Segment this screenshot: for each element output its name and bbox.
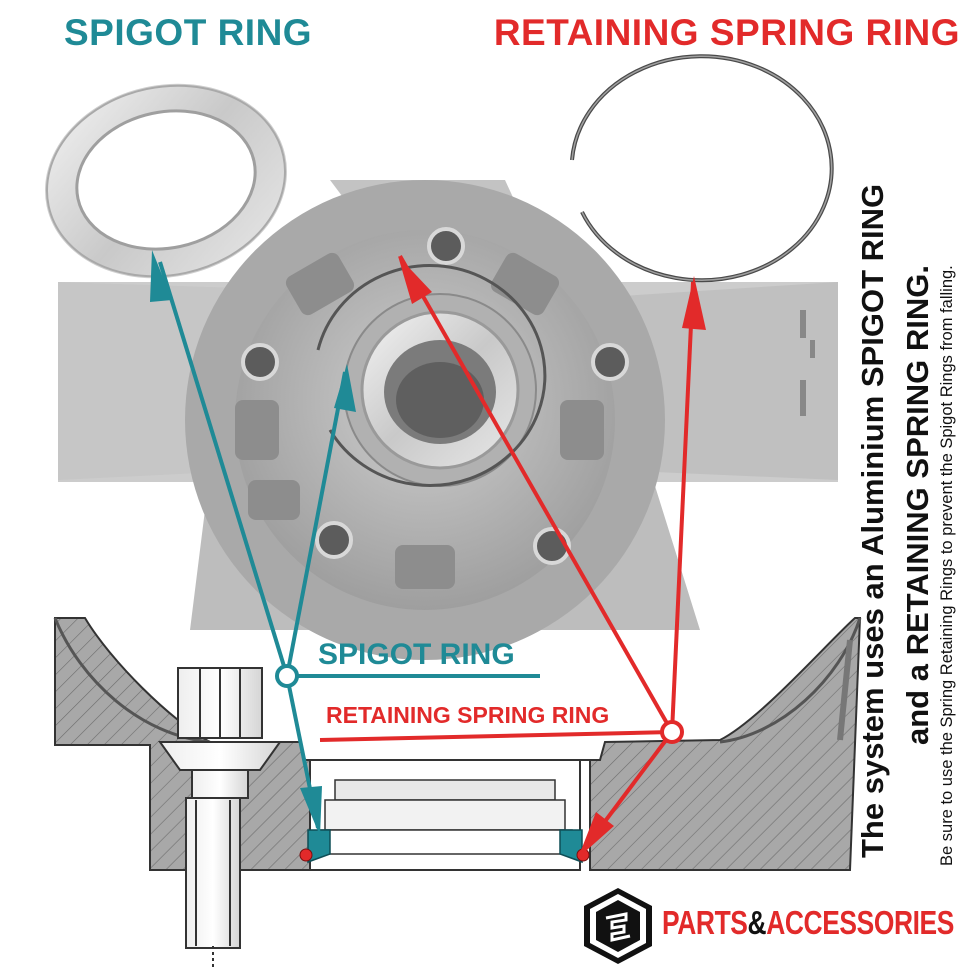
retaining-arrowhead-3 xyxy=(578,812,614,858)
section-spigot-right xyxy=(559,829,583,864)
heading-retaining-spring-ring: RETAINING SPRING RING xyxy=(493,12,960,53)
spigot-arrowhead-3 xyxy=(300,786,322,836)
hub-pockets xyxy=(235,252,604,589)
callout-label-spigot: SPIGOT RING xyxy=(318,638,515,671)
retaining-ring-image xyxy=(570,54,834,283)
spigot-leader-to-loose xyxy=(158,261,289,677)
retaining-arrowhead-2 xyxy=(682,276,706,330)
spigot-arrowhead-2 xyxy=(334,364,356,412)
retaining-callout-node xyxy=(660,720,684,744)
brand-logo-icon xyxy=(584,888,652,964)
brand-ampersand: & xyxy=(747,904,767,941)
cross-section xyxy=(53,617,862,968)
brand-wordmark: PARTS&ACCESSORIES xyxy=(662,904,954,942)
callout-label-retaining: RETAINING SPRING RING xyxy=(326,702,610,728)
retaining-leader-to-loose xyxy=(670,281,695,733)
section-retaining-left xyxy=(299,848,313,862)
retaining-leader-to-installed xyxy=(398,255,674,733)
side-text-line-2: and a RETAINING SPRING RING. xyxy=(900,265,935,745)
spigot-arrowhead-1 xyxy=(150,250,172,302)
installed-retaining-ring xyxy=(316,264,547,487)
side-text-line-1: The system uses an Aluminium SPIGOT RING xyxy=(855,183,890,858)
wheel-bolt xyxy=(158,667,282,968)
heading-spigot-ring: SPIGOT RING xyxy=(64,12,313,53)
retaining-underline xyxy=(319,730,673,742)
retaining-arrowhead-1 xyxy=(398,256,432,304)
brand-accessories: ACCESSORIES xyxy=(766,904,954,941)
spigot-leader-to-installed xyxy=(285,371,347,677)
side-text-line-3: Be sure to use the Spring Retaining Ring… xyxy=(938,265,956,866)
brand-banner: PARTS&ACCESSORIES xyxy=(582,884,972,964)
spigot-ring-image xyxy=(45,83,287,279)
wheel-photo xyxy=(58,180,838,660)
bolt-holes xyxy=(241,227,629,565)
brand-parts: PARTS xyxy=(662,904,748,941)
spigot-callout-node xyxy=(275,664,299,688)
stamped-marks xyxy=(800,310,815,416)
